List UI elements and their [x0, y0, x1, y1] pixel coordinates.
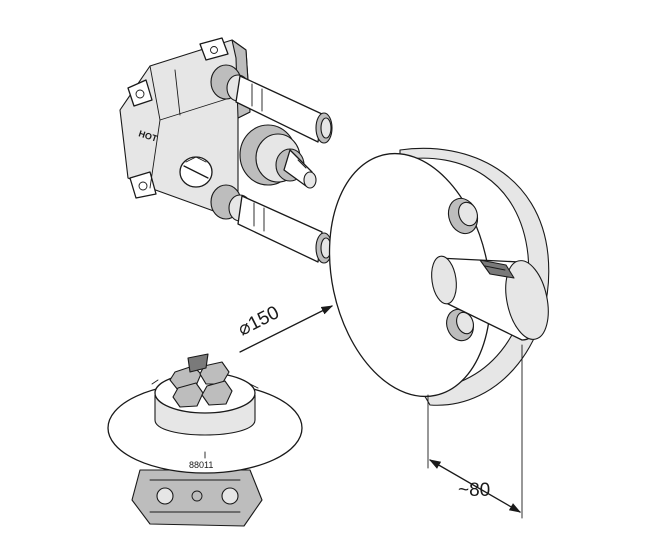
depth-dimension: ~80 [427, 344, 523, 519]
depth-dimension-label: ~80 [458, 480, 490, 501]
rough-in-unit: 88011 [107, 353, 303, 527]
mounting-lug-lower [129, 171, 157, 199]
lug-hole-top [210, 46, 218, 54]
lower-pipe-body [237, 195, 323, 263]
screw-highlight [185, 156, 207, 163]
valve-body-assembly: HOT [119, 37, 333, 264]
lower-outlet-pipe [210, 184, 333, 264]
mounting-lug-upper [127, 79, 153, 107]
cover-plate-rim [399, 147, 550, 406]
lever-handle-cap [505, 260, 549, 340]
center-post [187, 353, 209, 373]
upper-pipe-bore [320, 117, 332, 139]
lug-hole-lower [138, 181, 148, 191]
lower-pipe-rings [253, 202, 265, 232]
installation-block [131, 469, 263, 527]
upper-pipe-rings [251, 83, 263, 112]
block-port-center [191, 490, 203, 502]
depth-arrow [428, 459, 522, 513]
diameter-dimension: ⌀150 [235, 302, 334, 353]
top-nut-4 [201, 380, 233, 406]
diameter-arrow [239, 305, 334, 353]
lever-handle-base [431, 255, 457, 305]
trim-plate-assembly [328, 147, 550, 406]
casting-rib [159, 95, 237, 121]
upper-outlet-pipe [210, 64, 333, 144]
upper-stop-button-top [458, 201, 478, 227]
mounting-lug-top [199, 37, 229, 61]
lower-stop-button-top [456, 311, 474, 335]
block-port-left [156, 487, 174, 505]
cylinder-tabs [151, 379, 259, 389]
block-port-right [221, 487, 239, 505]
block-ribs [149, 479, 241, 513]
spindle-splines [294, 154, 307, 169]
spindle-tip [303, 171, 317, 189]
screw-slot [183, 165, 209, 179]
top-nut-3 [172, 382, 204, 408]
lever-indicator [479, 259, 515, 279]
part-number-label: 88011 [189, 460, 213, 470]
lever-indicator-line [484, 265, 506, 271]
upper-pipe-body [235, 75, 323, 143]
lug-hole-upper [135, 89, 145, 99]
casting-detail [174, 69, 181, 116]
